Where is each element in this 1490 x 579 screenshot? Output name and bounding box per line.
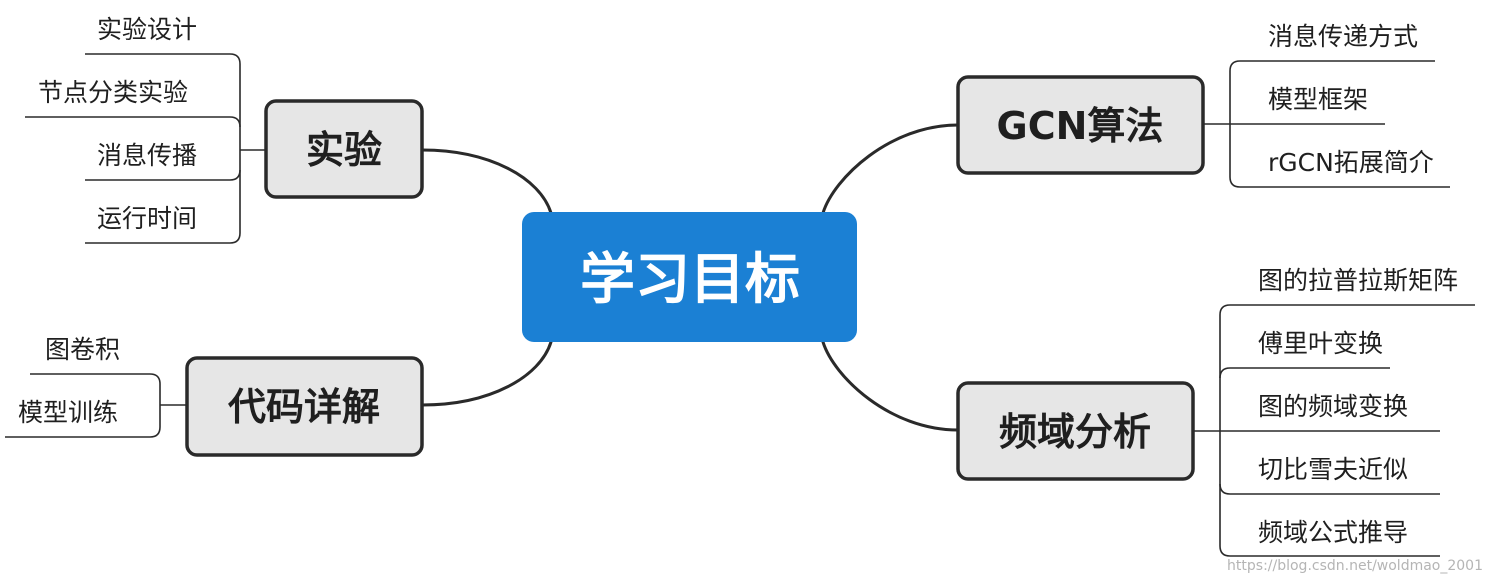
underline-node-classification-experiment (25, 116, 241, 128)
center-node: 学习目标 (522, 212, 857, 342)
branch-code-explanation: 代码详解 图卷积 模型训练 (18, 335, 424, 457)
underline-fourier-transform (1219, 367, 1390, 379)
leaf-graph-laplacian-matrix: 图的拉普拉斯矩阵 (1258, 266, 1458, 295)
underline-chebyshev-approximation (1219, 483, 1440, 495)
branch-frequency-domain-analysis: 频域分析 图的拉普拉斯矩阵 傅里叶变换 图的频域变换 切比雪夫近似 频域公式推导 (956, 266, 1458, 547)
branch-experiment-box (264, 99, 424, 199)
underline-message-propagation (85, 169, 241, 181)
code-explanation-leaf-bracket (5, 373, 187, 438)
connector-center-to-experiment (420, 148, 553, 215)
leaf-rgcn-extension-intro: rGCN拓展简介 (1268, 148, 1434, 177)
leaf-message-passing-method: 消息传递方式 (1268, 22, 1418, 51)
leaf-frequency-domain-formula-derivation: 频域公式推导 (1258, 518, 1408, 547)
leaf-node-classification-experiment: 节点分类实验 (38, 78, 188, 107)
branch-frequency-domain-analysis-label: 频域分析 (999, 410, 1151, 454)
leaf-message-propagation: 消息传播 (97, 141, 197, 170)
branch-experiment-label: 实验 (306, 128, 382, 172)
connector-center-to-frequency-domain-analysis (821, 340, 960, 432)
leaf-model-training: 模型训练 (18, 398, 118, 427)
experiment-leaf-bracket (25, 53, 266, 244)
watermark-text: https://blog.csdn.net/woldmao_2001 (1227, 558, 1483, 574)
connector-center-to-code-explanation (420, 340, 553, 407)
branch-experiment: 实验 实验设计 节点分类实验 消息传播 运行时间 (38, 15, 424, 233)
center-node-label: 学习目标 (580, 247, 800, 311)
gcn-leaf-bracket (1203, 60, 1450, 188)
main-connectors (420, 123, 960, 432)
branch-code-explanation-box (185, 356, 424, 457)
branch-frequency-domain-analysis-box (956, 381, 1195, 481)
leaf-experiment-design: 实验设计 (97, 15, 197, 44)
center-node-box (522, 212, 857, 342)
leaf-model-framework: 模型框架 (1268, 85, 1368, 114)
leaf-fourier-transform: 傅里叶变换 (1258, 329, 1383, 358)
branch-gcn-algorithm-label: GCN算法 (997, 104, 1164, 148)
branch-code-explanation-label: 代码详解 (228, 385, 380, 429)
branch-gcn-algorithm-box (956, 75, 1205, 175)
frequency-leaf-bracket (1193, 304, 1475, 557)
connector-center-to-gcn-algorithm (821, 123, 960, 215)
leaf-chebyshev-approximation: 切比雪夫近似 (1258, 455, 1408, 484)
leaf-run-time: 运行时间 (97, 204, 197, 233)
experiment-bracket-outline (85, 53, 241, 244)
leaf-graph-convolution: 图卷积 (45, 335, 120, 364)
branch-gcn-algorithm: GCN算法 消息传递方式 模型框架 rGCN拓展简介 (956, 22, 1434, 177)
leaf-graph-frequency-domain-transform: 图的频域变换 (1258, 392, 1408, 421)
